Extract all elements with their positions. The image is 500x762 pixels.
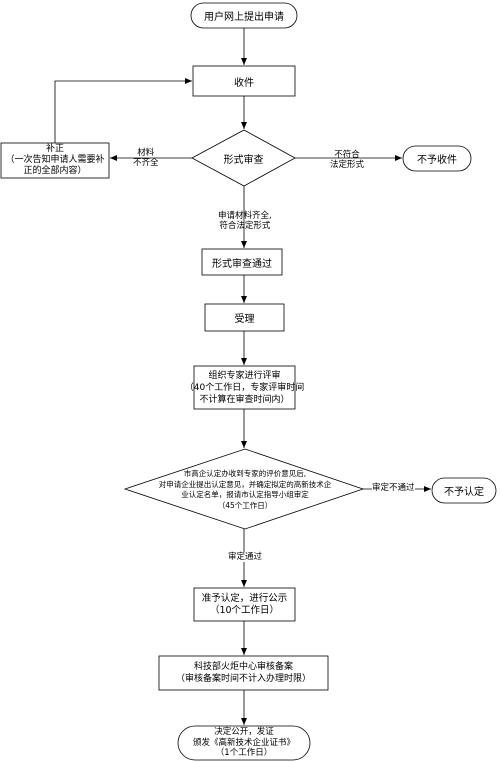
expert-label: 组织专家进行评审 （40个工作日，专家评审时间 不计算在审查时间内） (184, 370, 305, 405)
accept-box (204, 303, 285, 332)
start-label: 用户网上提出申请 (204, 12, 284, 23)
passed-box (201, 248, 283, 276)
expert-box (193, 365, 296, 410)
passed-label: 形式审查通过 (212, 258, 272, 270)
supplement-label: 补正 （一次告知申请人需要补 正的全部内容） (5, 144, 105, 176)
end-terminator (177, 725, 311, 761)
edge-supplement-receive (54, 78, 192, 143)
review-label: 形式审查 (223, 154, 264, 166)
reject-terminator (402, 145, 472, 172)
decision-label: 市高企认定办收到专家的评价意见后, 对申请企业提出认定意见，并确定拟定的高新技术… (158, 469, 332, 510)
decision-diamond (123, 448, 365, 530)
accept-label: 受理 (234, 314, 255, 325)
filing-box (158, 655, 329, 691)
end-label: 决定公开，发证 颁发《高新技术企业证书》 （1个工作日） (192, 727, 295, 759)
filing-label: 科技部火炬中心审核备案 （审核备案时间不计入办理时限） (175, 662, 311, 684)
edge-label-incomplete: 材料 不齐全 (133, 148, 159, 168)
supplement-box (0, 142, 110, 179)
edge-label-not-pass: 审定不通过 (372, 483, 415, 493)
receive-label: 收件 (234, 77, 254, 89)
publicize-box (193, 587, 296, 622)
edge-label-nonconform: 不符合 法定形式 (330, 150, 365, 170)
edge-label-pass: 审定通过 (228, 552, 263, 562)
edge-label-complete: 申请材料齐全, 符合法定形式 (218, 211, 272, 231)
deny-terminator (431, 477, 497, 504)
deny-label: 不予认定 (444, 487, 484, 498)
receive-box (192, 65, 296, 97)
publicize-label: 准予认定，进行公示 （10个工作日） (201, 592, 288, 616)
reject-label: 不予收件 (417, 155, 457, 166)
